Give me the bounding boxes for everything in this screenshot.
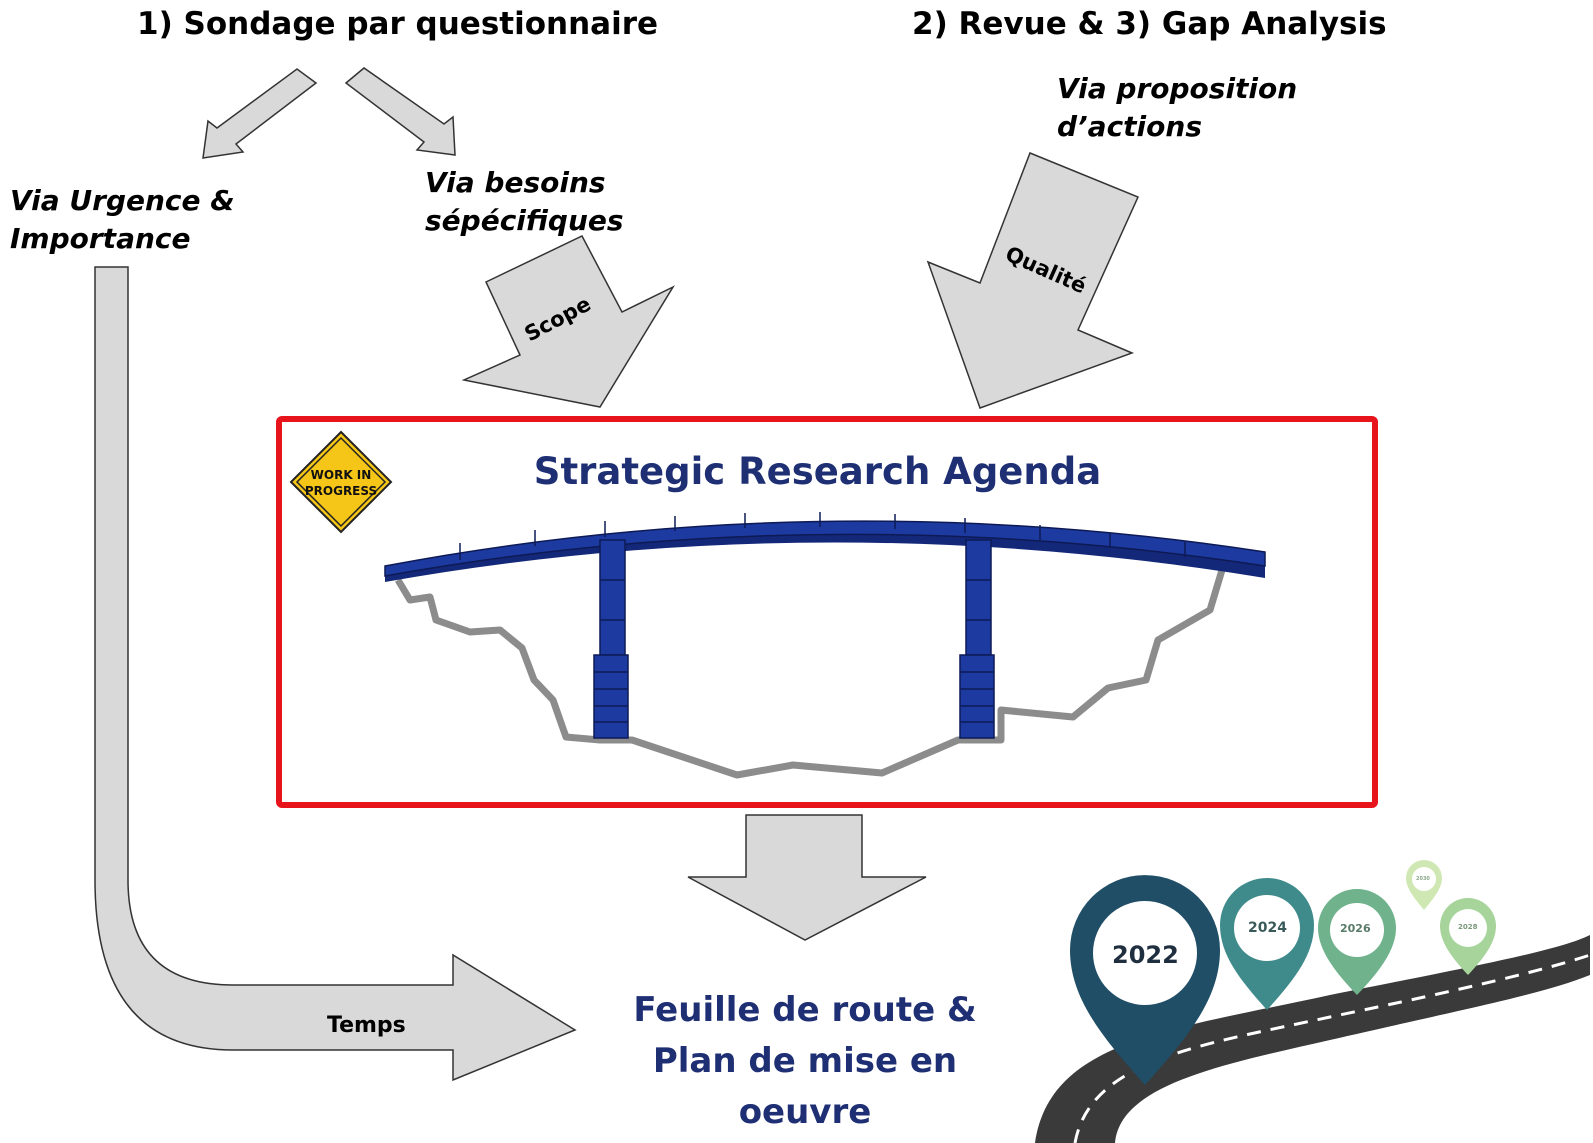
arrow-to-urgence	[202, 68, 318, 159]
year-2026: 2026	[1340, 922, 1371, 935]
year-2028: 2028	[1458, 923, 1478, 931]
pin-2022	[1070, 875, 1220, 1085]
arrow-scope	[461, 235, 675, 408]
pin-2026	[1318, 889, 1396, 995]
arrow-qualite	[926, 152, 1140, 409]
work-in-progress-sign	[289, 430, 393, 534]
pin-2028	[1440, 898, 1496, 975]
agenda-title: Strategic Research Agenda	[533, 450, 1102, 493]
bridge-pier-left	[593, 539, 629, 739]
arrow-to-besoins	[344, 67, 456, 156]
year-2022: 2022	[1112, 941, 1179, 969]
heading-survey: 1) Sondage par questionnaire	[137, 6, 659, 42]
bridge-deck-seams	[459, 512, 1186, 560]
label-temps: Temps	[327, 1013, 406, 1038]
heading-review-gap: 2) Revue & 3) Gap Analysis	[912, 6, 1387, 42]
pin-2024	[1220, 878, 1314, 1010]
bridge-pier-right	[959, 539, 995, 739]
label-urgence-importance: Via Urgence & Importance	[10, 184, 235, 255]
sign-text-line1: WORK IN	[310, 468, 372, 482]
canyon-ground	[394, 568, 1226, 779]
agenda-frame	[276, 416, 1378, 808]
year-2030: 2030	[1416, 876, 1430, 882]
label-besoins-specifiques: Via besoins sépécifiques	[425, 166, 624, 237]
label-proposition-actions: Via proposition d’actions	[1057, 72, 1298, 143]
year-2024: 2024	[1248, 920, 1287, 936]
arrow-roadmap	[687, 814, 927, 941]
sign-text-line2: PROGRESS	[304, 484, 378, 498]
roadmap-output-label: Feuille de route & Plan de mise en oeuvr…	[633, 990, 977, 1132]
timeline-road-illustration	[1035, 935, 1591, 1143]
pin-2030	[1406, 860, 1442, 910]
bridge-deck-top	[384, 520, 1266, 577]
arrow-temps	[94, 266, 577, 1082]
